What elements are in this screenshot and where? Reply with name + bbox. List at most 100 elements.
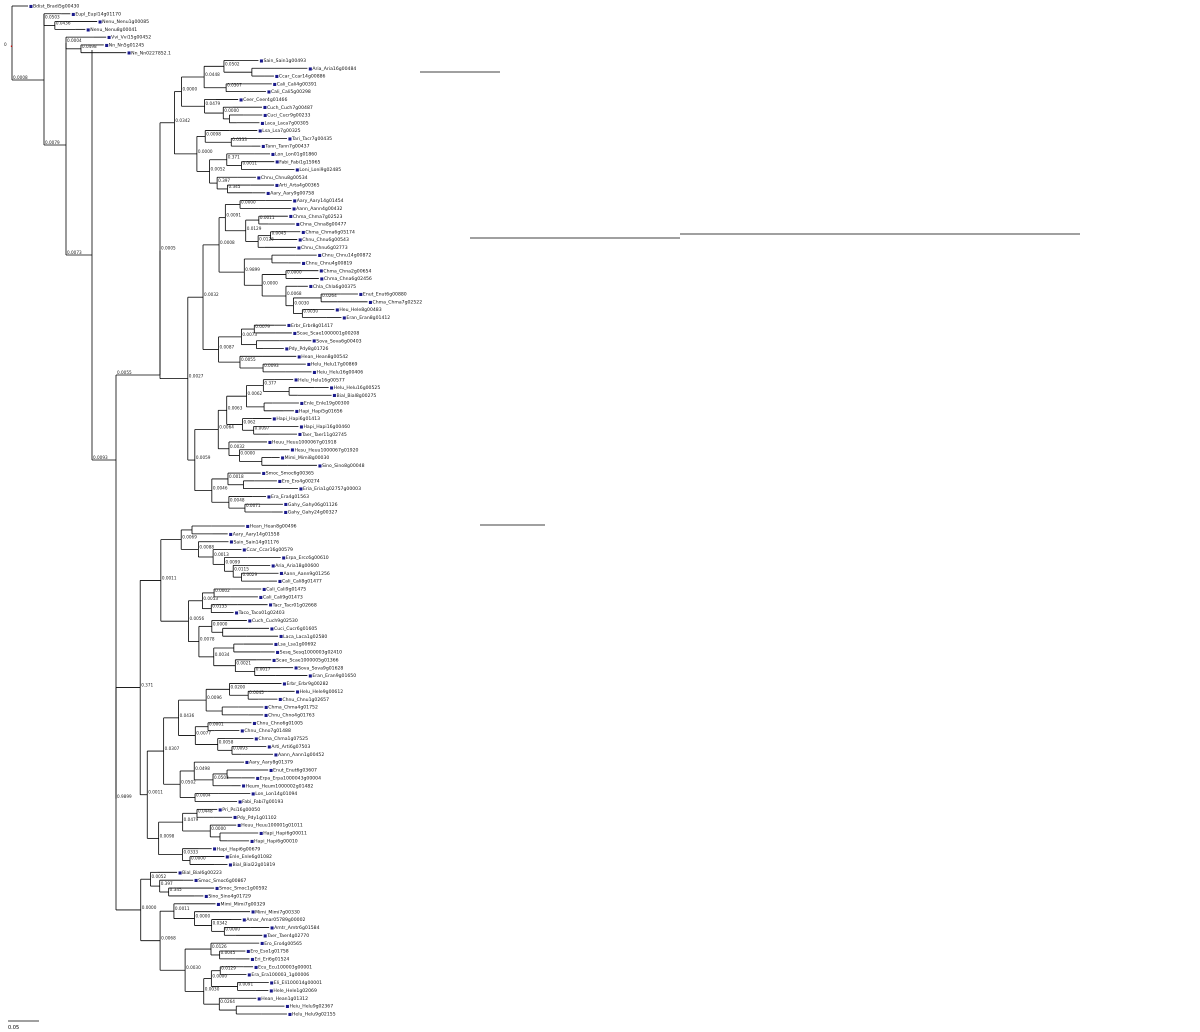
tip-label: Ccar_Ccar16g00579 [246,547,293,553]
tree-branches [11,5,1080,1015]
tip-marker-icon: ■ [260,120,264,125]
tip-marker-icon: ■ [251,909,255,914]
tip-marker-icon: ■ [98,19,102,24]
tip-marker-icon: ■ [296,221,300,226]
tip-label: Erpa_Erpa1000043g00004 [260,775,321,781]
tip-marker-icon: ■ [278,697,282,702]
support-value: 0.0021 [236,661,251,666]
support-value: 0.0018 [229,474,244,479]
tip-marker-icon: ■ [295,167,299,172]
support-value: 0.0001 [209,722,224,727]
tip-marker-icon: ■ [229,531,233,536]
tip-marker-icon: ■ [264,705,268,710]
tip-marker-icon: ■ [267,494,271,499]
tip-marker-icon: ■ [105,42,109,47]
support-value: 0.0098 [206,131,221,136]
tip-label: Enut_Enut6g03607 [273,768,317,774]
tip-label: Hele_Hele1g02069 [273,988,317,994]
tip-marker-icon: ■ [251,791,255,796]
support-value: 0.0045 [249,690,264,695]
tip-marker-icon: ■ [252,720,256,725]
tip-label: Chla_Chla6g00375 [313,284,356,290]
tip-label: Chma_Chma7g02523 [293,214,343,220]
tip-label: Vvi_Vvi15g00452 [111,35,151,41]
support-value: 0.0091 [226,213,241,218]
tip-label: Hapi_Hapi6g00011 [263,831,307,837]
tip-label: Chma_Chma4g01752 [268,705,318,711]
support-value: 0.0436 [180,713,195,718]
tip-marker-icon: ■ [267,744,271,749]
tip-label: Helu_Helu16g00577 [298,377,345,383]
tip-marker-icon: ■ [217,901,221,906]
tip-marker-icon: ■ [290,447,294,452]
tip-label: Amar_Amar05789g00002 [246,917,305,923]
tip-label: Smoc_Smoc1g00592 [219,886,267,892]
root-marker-icon: • [10,44,13,50]
tip-label: Aary_Aary14g01454 [297,198,344,204]
tip-label: Fabi_Fabi7g00193 [242,799,283,805]
support-value: 0.0030 [186,965,201,970]
tip-marker-icon: ■ [127,50,131,55]
tip-marker-icon: ■ [269,768,273,773]
support-value: 0.0091 [238,981,253,986]
tip-label: Gahy_Gahy24g00327 [288,510,338,516]
tip-marker-icon: ■ [275,159,279,164]
tip-label: Aria_Aria16g00484 [312,66,356,72]
tip-label: Eri_Eri6g01524 [254,957,289,963]
tip-label: Erbr_Erbr9g00282 [287,681,329,687]
support-value: 0.397 [218,178,230,183]
tip-marker-icon: ■ [257,996,261,1001]
tip-label: Bdist_Bradi5g00430 [33,4,79,10]
support-values: 0.04360.05030.04980.00040.05020.03070.04… [13,15,337,1005]
tip-marker-icon: ■ [262,586,266,591]
tip-marker-icon: ■ [274,642,278,647]
tip-label: Pdy_Pdy8g01726 [289,346,329,352]
tip-label: Era_Era4g01563 [271,494,309,500]
support-value: 0.0004 [196,793,211,798]
tip-marker-icon: ■ [294,665,298,670]
tip-marker-icon: ■ [247,972,251,977]
support-value: 0.0000 [142,905,157,910]
tip-label: Era_Era100003_1g00006 [251,972,309,978]
support-value: 0.0000 [191,856,206,861]
tip-label: Taer_Taer11g02745 [301,432,347,438]
tip-marker-icon: ■ [246,524,250,529]
support-value: 0.0093 [93,455,108,460]
tip-label: Sain_Sain1g00493 [263,58,306,64]
tip-label: Arti_Arti6g07503 [271,744,310,750]
support-value: 0.0013 [214,552,229,557]
tip-marker-icon: ■ [259,830,263,835]
tip-marker-icon: ■ [276,649,280,654]
support-value: 0.0503 [214,775,229,780]
tip-marker-icon: ■ [264,712,268,717]
tip-marker-icon: ■ [263,105,267,110]
tip-label: Cali_Cali4g00391 [277,81,317,87]
tip-marker-icon: ■ [256,775,260,780]
tip-marker-icon: ■ [270,980,274,985]
tip-marker-icon: ■ [268,439,272,444]
tip-label: Cali_Cali8g01477 [282,579,322,585]
support-value: 0.0436 [56,20,71,25]
tip-marker-icon: ■ [270,626,274,631]
tip-label: Laca_Laca7g00305 [264,120,308,126]
support-value: 0.0078 [200,637,215,642]
support-value: 0.0093 [264,363,279,368]
tip-marker-icon: ■ [273,81,277,86]
tip-label: Mimi_Mimi8g00030 [285,455,330,461]
tip-marker-icon: ■ [218,807,222,812]
tip-marker-icon: ■ [285,346,289,351]
support-value: 0.0058 [219,739,234,744]
tip-marker-icon: ■ [238,799,242,804]
support-value: 0.345 [170,887,182,892]
tip-marker-icon: ■ [259,594,263,599]
tip-marker-icon: ■ [312,338,316,343]
support-value: 0.0502 [181,779,196,784]
support-value: 0.0059 [196,455,211,460]
tip-label: Mimi_Mimi7g00330 [255,909,300,915]
tip-label: Enle_Enle19g00300 [304,401,350,407]
tip-marker-icon: ■ [295,408,299,413]
tip-marker-icon: ■ [228,862,232,867]
tip-marker-icon: ■ [71,11,75,16]
tip-marker-icon: ■ [263,112,267,117]
tip-marker-icon: ■ [284,510,288,515]
